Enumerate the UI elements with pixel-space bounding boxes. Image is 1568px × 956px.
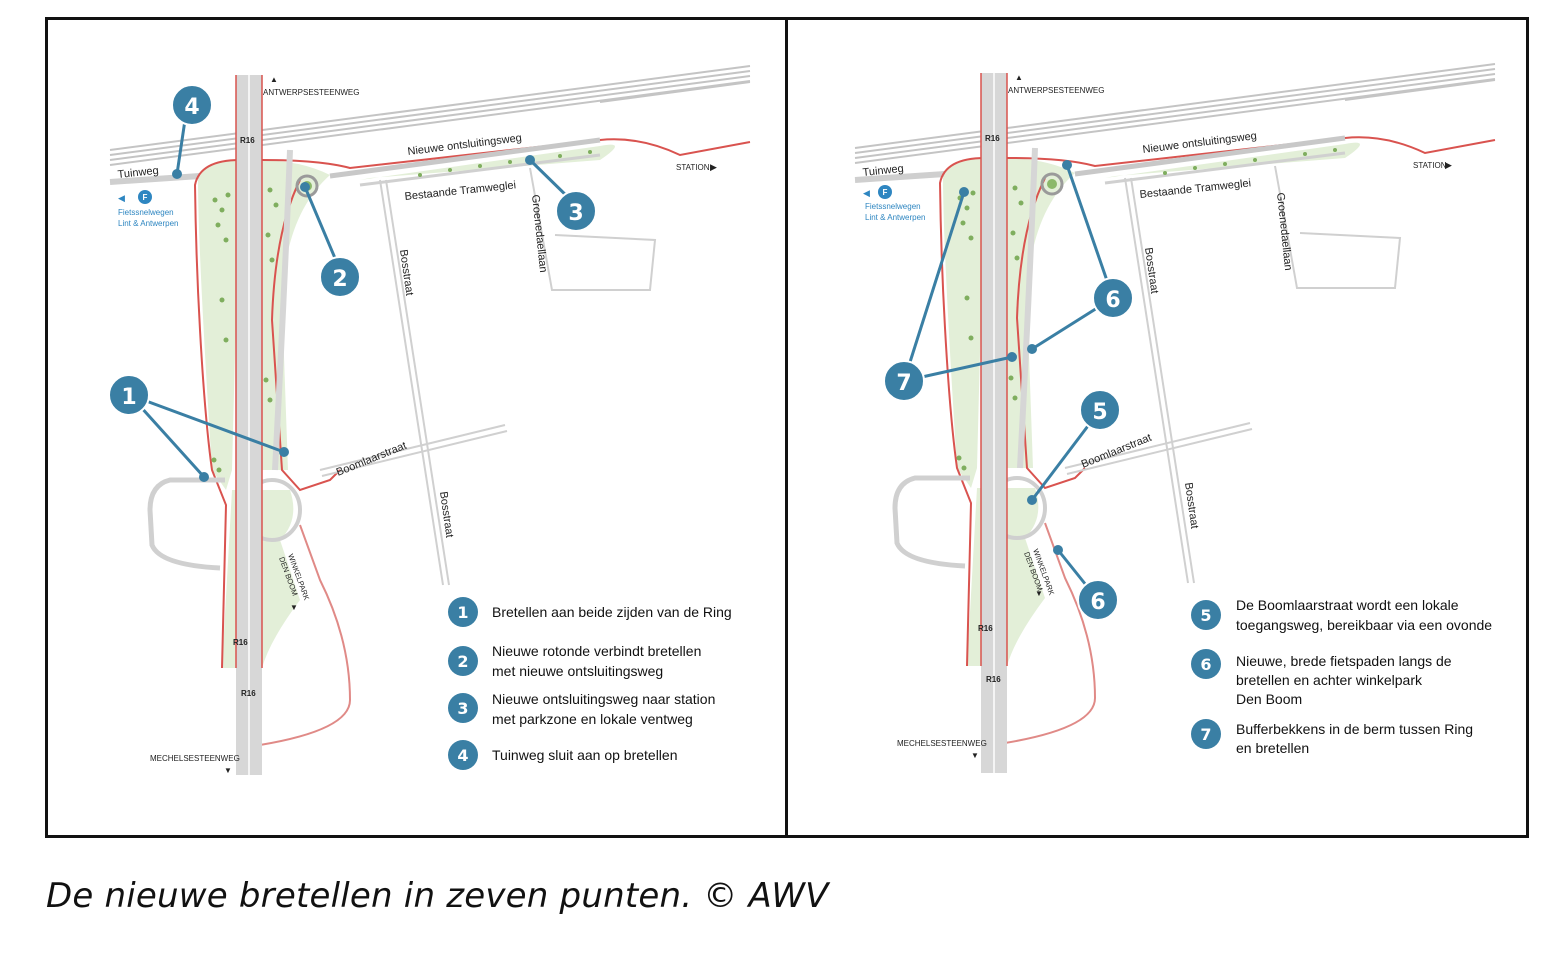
- arrow-right-icon: ▶: [710, 162, 717, 172]
- legend-item-5: 5 De Boomlaarstraat wordt een lokale toe…: [1191, 597, 1492, 633]
- label-antwerpsesteenweg: ANTWERPSESTEENWEG: [1008, 86, 1104, 95]
- label-groenedaellaan: Groenedaellaan: [1274, 192, 1294, 271]
- svg-text:Bretellen aan beide zijden van: Bretellen aan beide zijden van de Ring: [492, 604, 732, 620]
- label-fiets-2: Lint & Antwerpen: [118, 219, 178, 228]
- svg-text:4: 4: [184, 95, 199, 120]
- svg-text:6: 6: [1105, 288, 1120, 313]
- label-r16-mid: R16: [233, 638, 248, 647]
- right-callout-dots: [959, 160, 1072, 555]
- svg-text:4: 4: [457, 746, 468, 765]
- bike-route-icon: [138, 190, 152, 204]
- label-antwerpsesteenweg: ANTWERPSESTEENWEG: [263, 88, 359, 97]
- left-legend: 1 Bretellen aan beide zijden van de Ring…: [448, 597, 732, 770]
- callout-badge-6-bottom: 6: [1077, 579, 1119, 621]
- label-fiets-1: Fietssnelwegen: [865, 202, 921, 211]
- svg-text:1: 1: [121, 385, 136, 410]
- label-tuinweg: Tuinweg: [862, 163, 904, 179]
- legend-item-1: 1 Bretellen aan beide zijden van de Ring: [448, 597, 732, 627]
- legend-item-3: 3 Nieuwe ontsluitingsweg naar station me…: [448, 691, 715, 727]
- arrow-left-icon: ◀: [863, 188, 870, 198]
- label-fiets-1: Fietssnelwegen: [118, 208, 174, 217]
- fietssnelwegen-marker: ◀ F Fietssnelwegen Lint & Antwerpen: [118, 190, 178, 228]
- arrow-left-icon: ◀: [118, 193, 125, 203]
- label-mechelsesteenweg: MECHELSESTEENWEG: [150, 754, 240, 763]
- legend-item-7: 7 Bufferbekkens in de berm tussen Ring e…: [1191, 719, 1473, 756]
- svg-text:met nieuwe ontsluitingsweg: met nieuwe ontsluitingsweg: [492, 663, 663, 679]
- svg-text:Den Boom: Den Boom: [1236, 691, 1302, 707]
- svg-text:met parkzone en lokale ventweg: met parkzone en lokale ventweg: [492, 711, 693, 727]
- svg-text:7: 7: [1200, 725, 1211, 744]
- right-panel-frame: [785, 17, 1529, 838]
- svg-text:De Boomlaarstraat wordt een lo: De Boomlaarstraat wordt een lokale: [1236, 597, 1459, 613]
- right-legend: 5 De Boomlaarstraat wordt een lokale toe…: [1191, 597, 1492, 756]
- label-bestaande-tramweglei: Bestaande Tramweglei: [404, 179, 517, 203]
- svg-text:2: 2: [457, 652, 468, 671]
- label-groenedaellaan: Groenedaellaan: [529, 194, 549, 273]
- svg-text:F: F: [883, 188, 888, 197]
- label-r16-mid: R16: [978, 624, 993, 633]
- svg-text:1: 1: [457, 603, 468, 622]
- callout-badge-2: 2: [319, 256, 361, 298]
- label-tuinweg: Tuinweg: [117, 165, 159, 181]
- arrow-down-icon: ▼: [224, 766, 232, 775]
- svg-text:en bretellen: en bretellen: [1236, 740, 1309, 756]
- label-station: STATION: [1413, 161, 1447, 170]
- callout-badge-3: 3: [555, 190, 597, 232]
- svg-text:Nieuwe ontsluitingsweg naar st: Nieuwe ontsluitingsweg naar station: [492, 691, 715, 707]
- svg-text:Bufferbekkens in de berm tusse: Bufferbekkens in de berm tussen Ring: [1236, 721, 1473, 737]
- svg-text:bretellen en achter winkelpark: bretellen en achter winkelpark: [1236, 672, 1423, 688]
- svg-text:F: F: [143, 193, 148, 202]
- label-r16-top: R16: [240, 136, 255, 145]
- figure-caption: De nieuwe bretellen in zeven punten. © A…: [46, 876, 829, 916]
- label-r16-top: R16: [985, 134, 1000, 143]
- label-station: STATION: [676, 163, 710, 172]
- arrow-down-icon: ▼: [290, 603, 298, 612]
- callout-badge-7: 7: [883, 360, 925, 402]
- arrow-up-icon: ▲: [1015, 73, 1023, 82]
- label-r16-bottom: R16: [986, 675, 1001, 684]
- svg-text:2: 2: [332, 267, 347, 292]
- callout-badge-1: 1: [108, 374, 150, 416]
- legend-item-4: 4 Tuinweg sluit aan op bretellen: [448, 740, 678, 770]
- svg-text:5: 5: [1092, 400, 1107, 425]
- legend-item-6: 6 Nieuwe, brede fietspaden langs de bret…: [1191, 649, 1452, 707]
- svg-text:3: 3: [457, 699, 468, 718]
- svg-text:6: 6: [1090, 590, 1105, 615]
- label-boomlaarstraat: Boomlaarstraat: [335, 440, 409, 479]
- arrow-right-icon: ▶: [1445, 160, 1452, 170]
- svg-text:Tuinweg sluit aan op bretellen: Tuinweg sluit aan op bretellen: [492, 747, 678, 763]
- callout-badge-4: 4: [171, 84, 213, 126]
- label-boomlaarstraat: Boomlaarstraat: [1080, 432, 1154, 471]
- svg-text:6: 6: [1200, 655, 1211, 674]
- left-callout-dots: [172, 155, 535, 482]
- arrow-down-icon: ▼: [971, 751, 979, 760]
- callout-badge-5: 5: [1079, 389, 1121, 431]
- svg-text:7: 7: [896, 371, 911, 396]
- arrow-down-icon: ▼: [1035, 589, 1043, 598]
- legend-item-2: 2 Nieuwe rotonde verbindt bretellen met …: [448, 643, 701, 679]
- label-mechelsesteenweg: MECHELSESTEENWEG: [897, 739, 987, 748]
- fietssnelwegen-marker: ◀ F Fietssnelwegen Lint & Antwerpen: [863, 185, 925, 222]
- svg-text:3: 3: [568, 201, 583, 226]
- svg-text:toegangsweg, bereikbaar via ee: toegangsweg, bereikbaar via een ovonde: [1236, 617, 1492, 633]
- bike-route-icon: [878, 185, 892, 199]
- arrow-up-icon: ▲: [270, 75, 278, 84]
- svg-text:Nieuwe rotonde verbindt bretel: Nieuwe rotonde verbindt bretellen: [492, 643, 701, 659]
- label-bestaande-tramweglei: Bestaande Tramweglei: [1139, 177, 1252, 201]
- label-r16-bottom: R16: [241, 689, 256, 698]
- label-fiets-2: Lint & Antwerpen: [865, 213, 925, 222]
- svg-text:5: 5: [1200, 606, 1211, 625]
- callout-badge-6-top: 6: [1092, 277, 1134, 319]
- svg-text:Nieuwe, brede fietspaden langs: Nieuwe, brede fietspaden langs de: [1236, 653, 1452, 669]
